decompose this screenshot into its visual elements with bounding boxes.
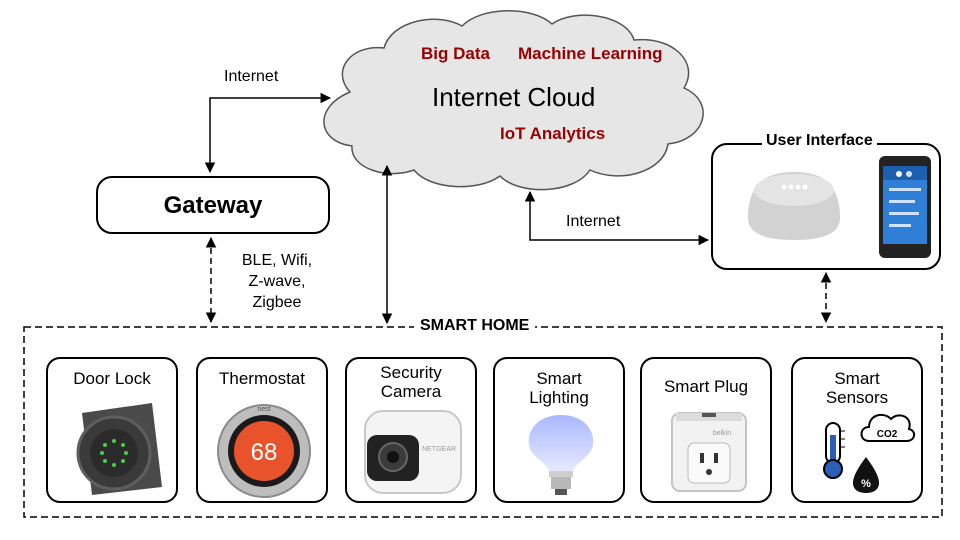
smart-home-title: SMART HOME: [414, 317, 536, 335]
smartphone-icon: [879, 156, 931, 258]
cloud-label-iot-analytics: IoT Analytics: [500, 124, 606, 143]
device-label: Smart Plug: [663, 377, 749, 396]
device-label-line-1: Smart: [536, 369, 582, 388]
device-label-line-2: Lighting: [529, 388, 589, 407]
protocol-line-1: BLE, Wifi,: [241, 252, 313, 269]
camera-brand: NETGEAR: [422, 446, 456, 453]
device-card-security-camera: Security Camera NETGEAR: [345, 357, 477, 503]
gateway-cloud-link-label: Internet: [224, 68, 279, 85]
co2-cloud-icon: CO2: [860, 413, 915, 442]
gateway-node: Gateway: [96, 176, 330, 234]
co2-label: CO2: [877, 429, 898, 440]
light-bulb-icon: [528, 415, 594, 495]
cloud-ui-link: [524, 190, 710, 246]
device-label-line-1: Security: [380, 363, 442, 382]
thermostat-icon: 68 nest: [217, 404, 311, 498]
user-interface-title: User Interface: [762, 132, 877, 150]
device-label-line-1: Smart: [834, 369, 880, 388]
internet-cloud-shape: [323, 10, 704, 191]
gateway-cloud-link: [204, 92, 332, 174]
device-card-smart-sensors: Smart Sensors CO2 %: [791, 357, 923, 503]
device-card-thermostat: Thermostat 68 nest: [196, 357, 328, 503]
thermostat-display-value: 68: [251, 439, 278, 466]
smart-home-container: [23, 326, 943, 518]
thermostat-brand: nest: [257, 406, 270, 413]
device-card-smart-plug: Smart Plug belkin: [640, 357, 772, 503]
device-card-door-lock: Door Lock: [46, 357, 178, 503]
cloud-label-machine-learning: Machine Learning: [518, 44, 663, 63]
humidity-drop-icon: %: [853, 457, 879, 493]
device-label-line-2: Sensors: [825, 388, 889, 407]
cloud-label-big-data: Big Data: [421, 44, 490, 63]
device-label: Door Lock: [73, 369, 151, 388]
cloud-title: Internet Cloud: [432, 82, 596, 112]
smart-plug-icon: belkin: [671, 412, 747, 492]
protocol-line-3: Zigbee: [252, 294, 302, 311]
device-label: Thermostat: [219, 369, 305, 388]
protocol-line-2: Z-wave,: [248, 273, 306, 290]
cloud-ui-link-label: Internet: [566, 213, 621, 230]
door-lock-icon: [76, 403, 162, 495]
gateway-label: Gateway: [163, 192, 263, 219]
gateway-protocols-label: BLE, Wifi, Z-wave, Zigbee: [232, 250, 322, 313]
thermometer-icon: [823, 422, 845, 479]
device-label-line-2: Camera: [380, 382, 442, 401]
smart-speaker-icon: [748, 172, 840, 240]
humidity-percent-label: %: [861, 478, 871, 490]
plug-brand: belkin: [713, 430, 731, 437]
device-card-smart-lighting: Smart Lighting: [493, 357, 625, 503]
security-camera-icon: NETGEAR: [364, 410, 462, 494]
